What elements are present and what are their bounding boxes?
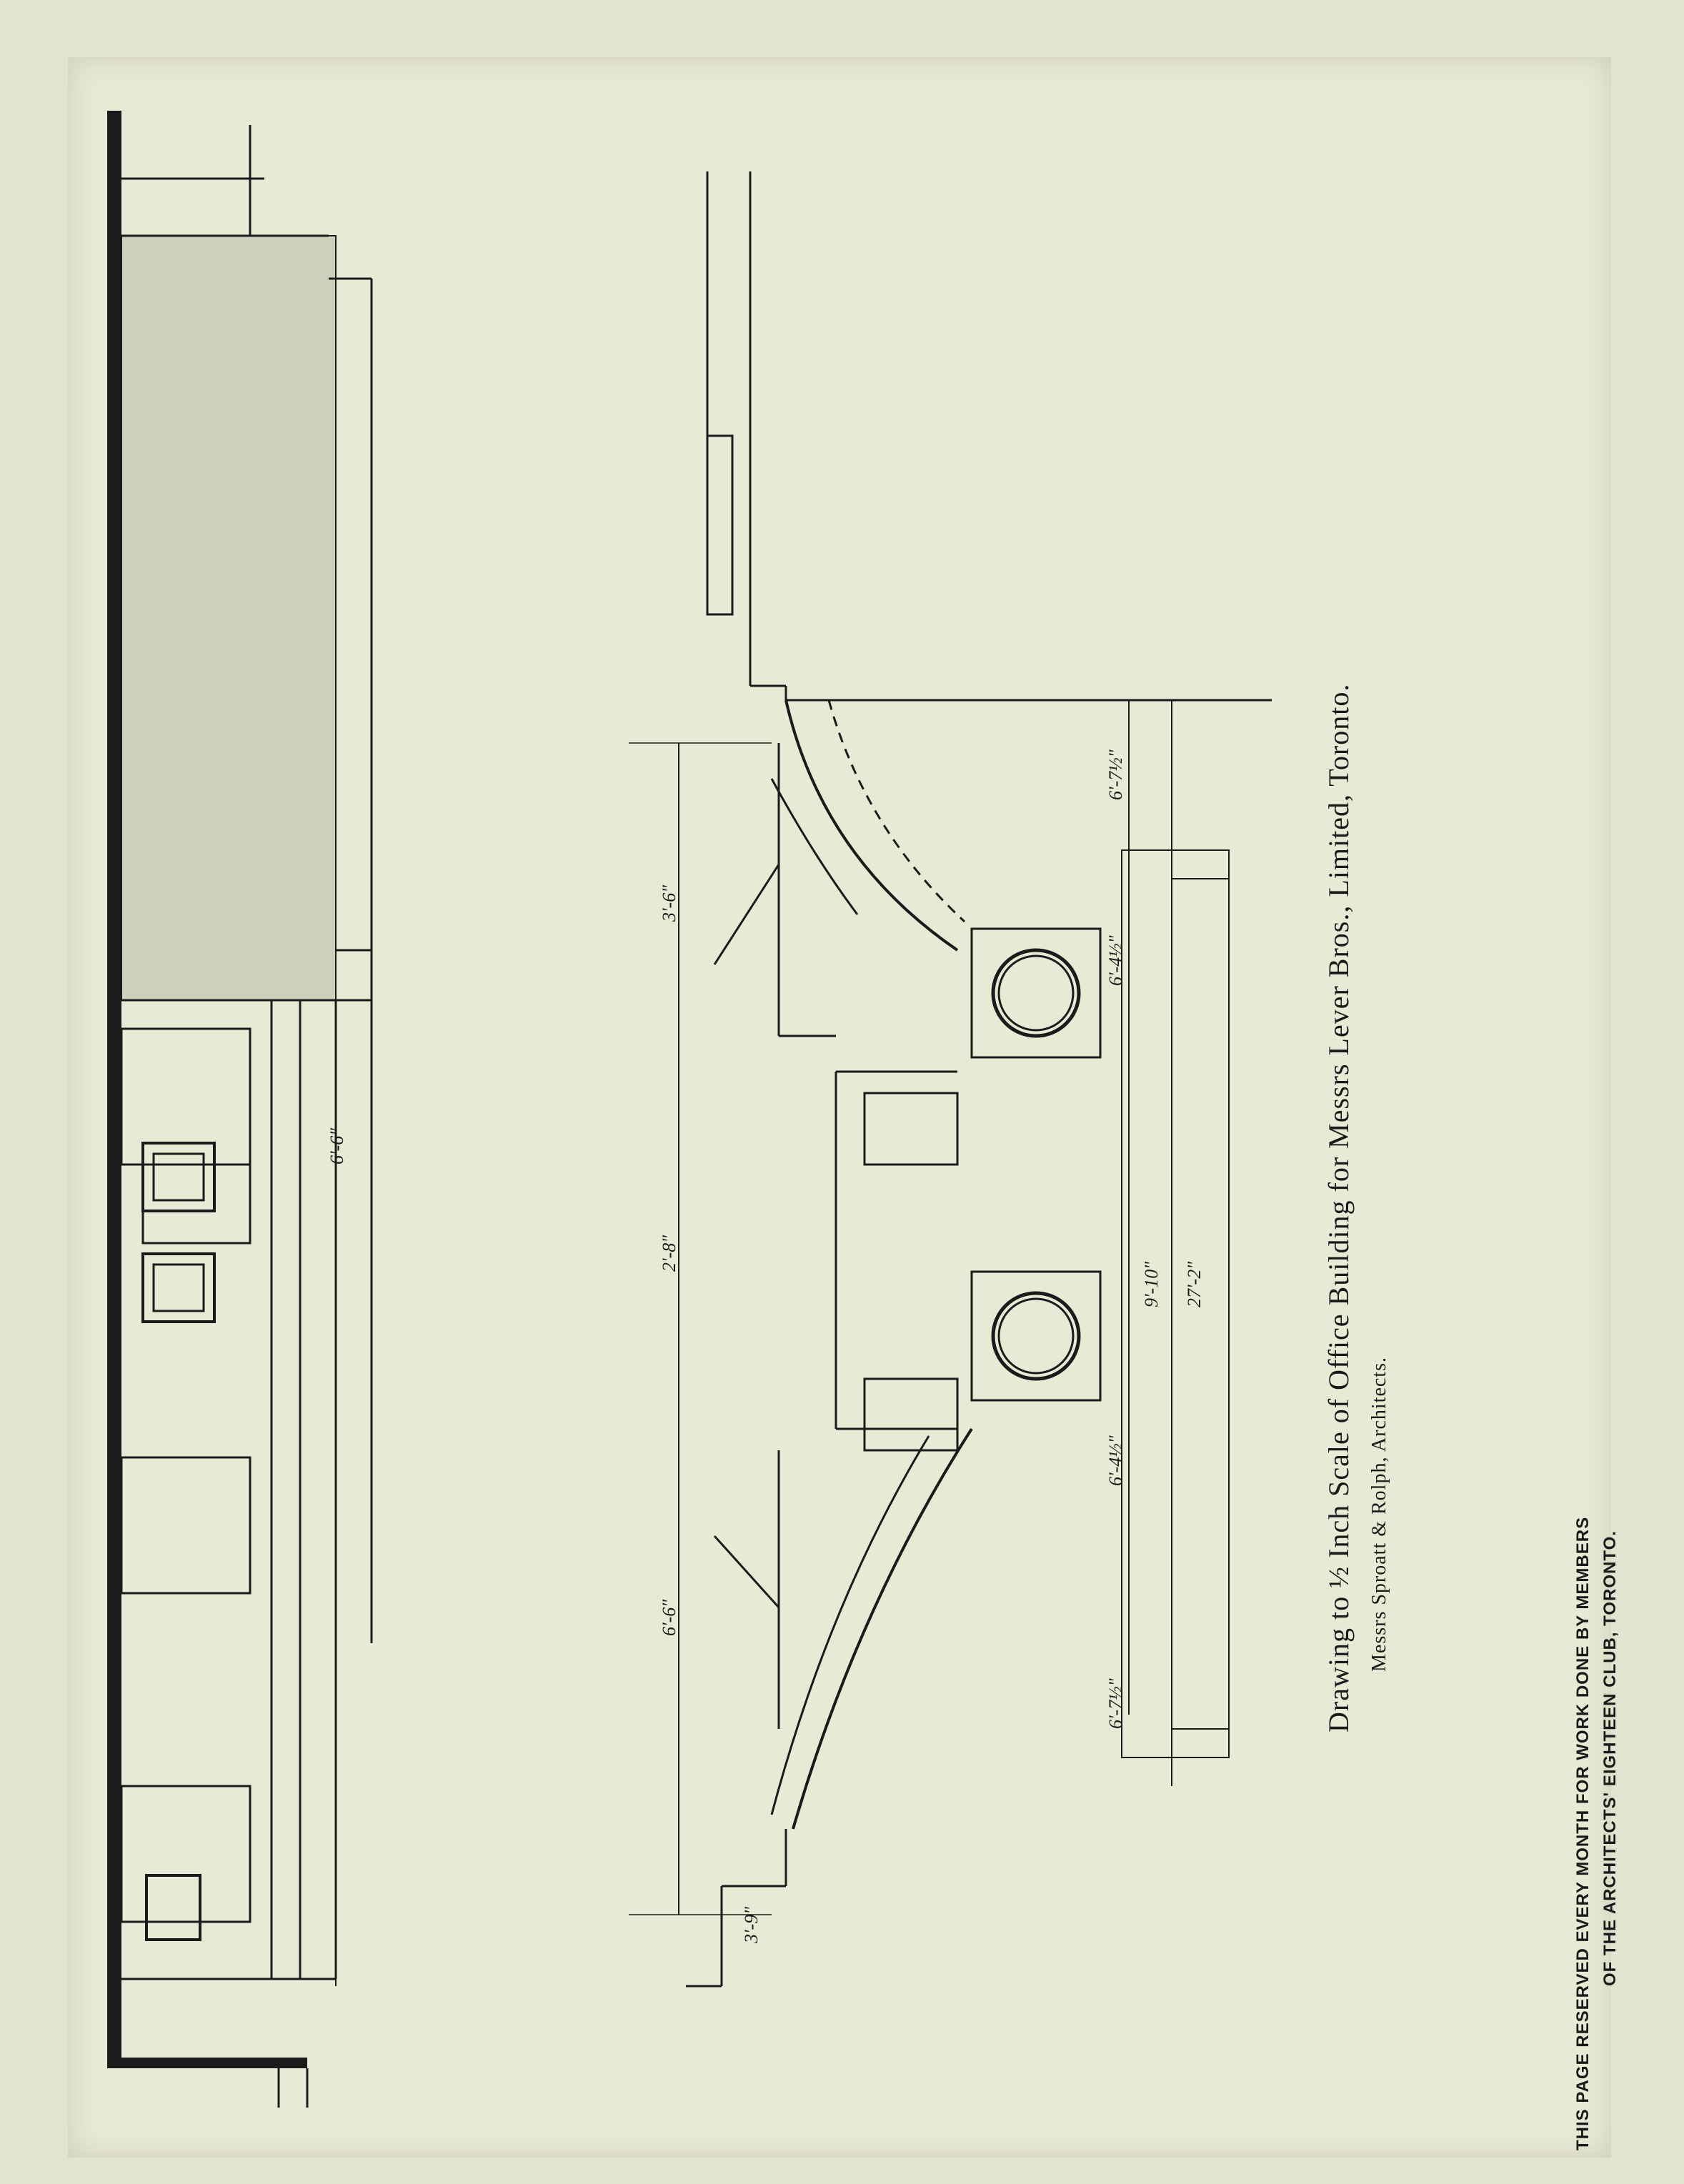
dimension-label: 6'-7½": [1105, 1678, 1126, 1729]
dimension-label: 2'-8": [659, 1235, 679, 1272]
dimension-label: 6'-4½": [1105, 935, 1126, 986]
front-elevation: [107, 111, 373, 2108]
dimension-label: 6'-4½": [1105, 1435, 1126, 1486]
drawing-caption-architects: Messrs Sproatt & Rolph, Architects.: [1368, 1357, 1390, 1672]
dimension-label: 6'-6": [327, 1128, 347, 1165]
dimension-label: 9'-10": [1141, 1262, 1162, 1307]
dimension-label: 6'-6": [659, 1600, 679, 1636]
dimension-label: 6'-7½": [1105, 749, 1126, 800]
dimension-label: 3'-9": [741, 1907, 762, 1944]
dimension-label: 3'-6": [659, 885, 679, 922]
drawing-caption-title: Drawing to ½ Inch Scale of Office Buildi…: [1322, 683, 1355, 1732]
dimension-label: 27'-2": [1184, 1262, 1205, 1307]
footer-note-line-2: OF THE ARCHITECTS' EIGHTEEN CLUB, TORONT…: [1600, 1530, 1620, 1986]
footer-note-line-1: THIS PAGE RESERVED EVERY MONTH FOR WORK …: [1573, 1516, 1593, 2150]
ground-floor-plan: [629, 171, 1272, 1988]
